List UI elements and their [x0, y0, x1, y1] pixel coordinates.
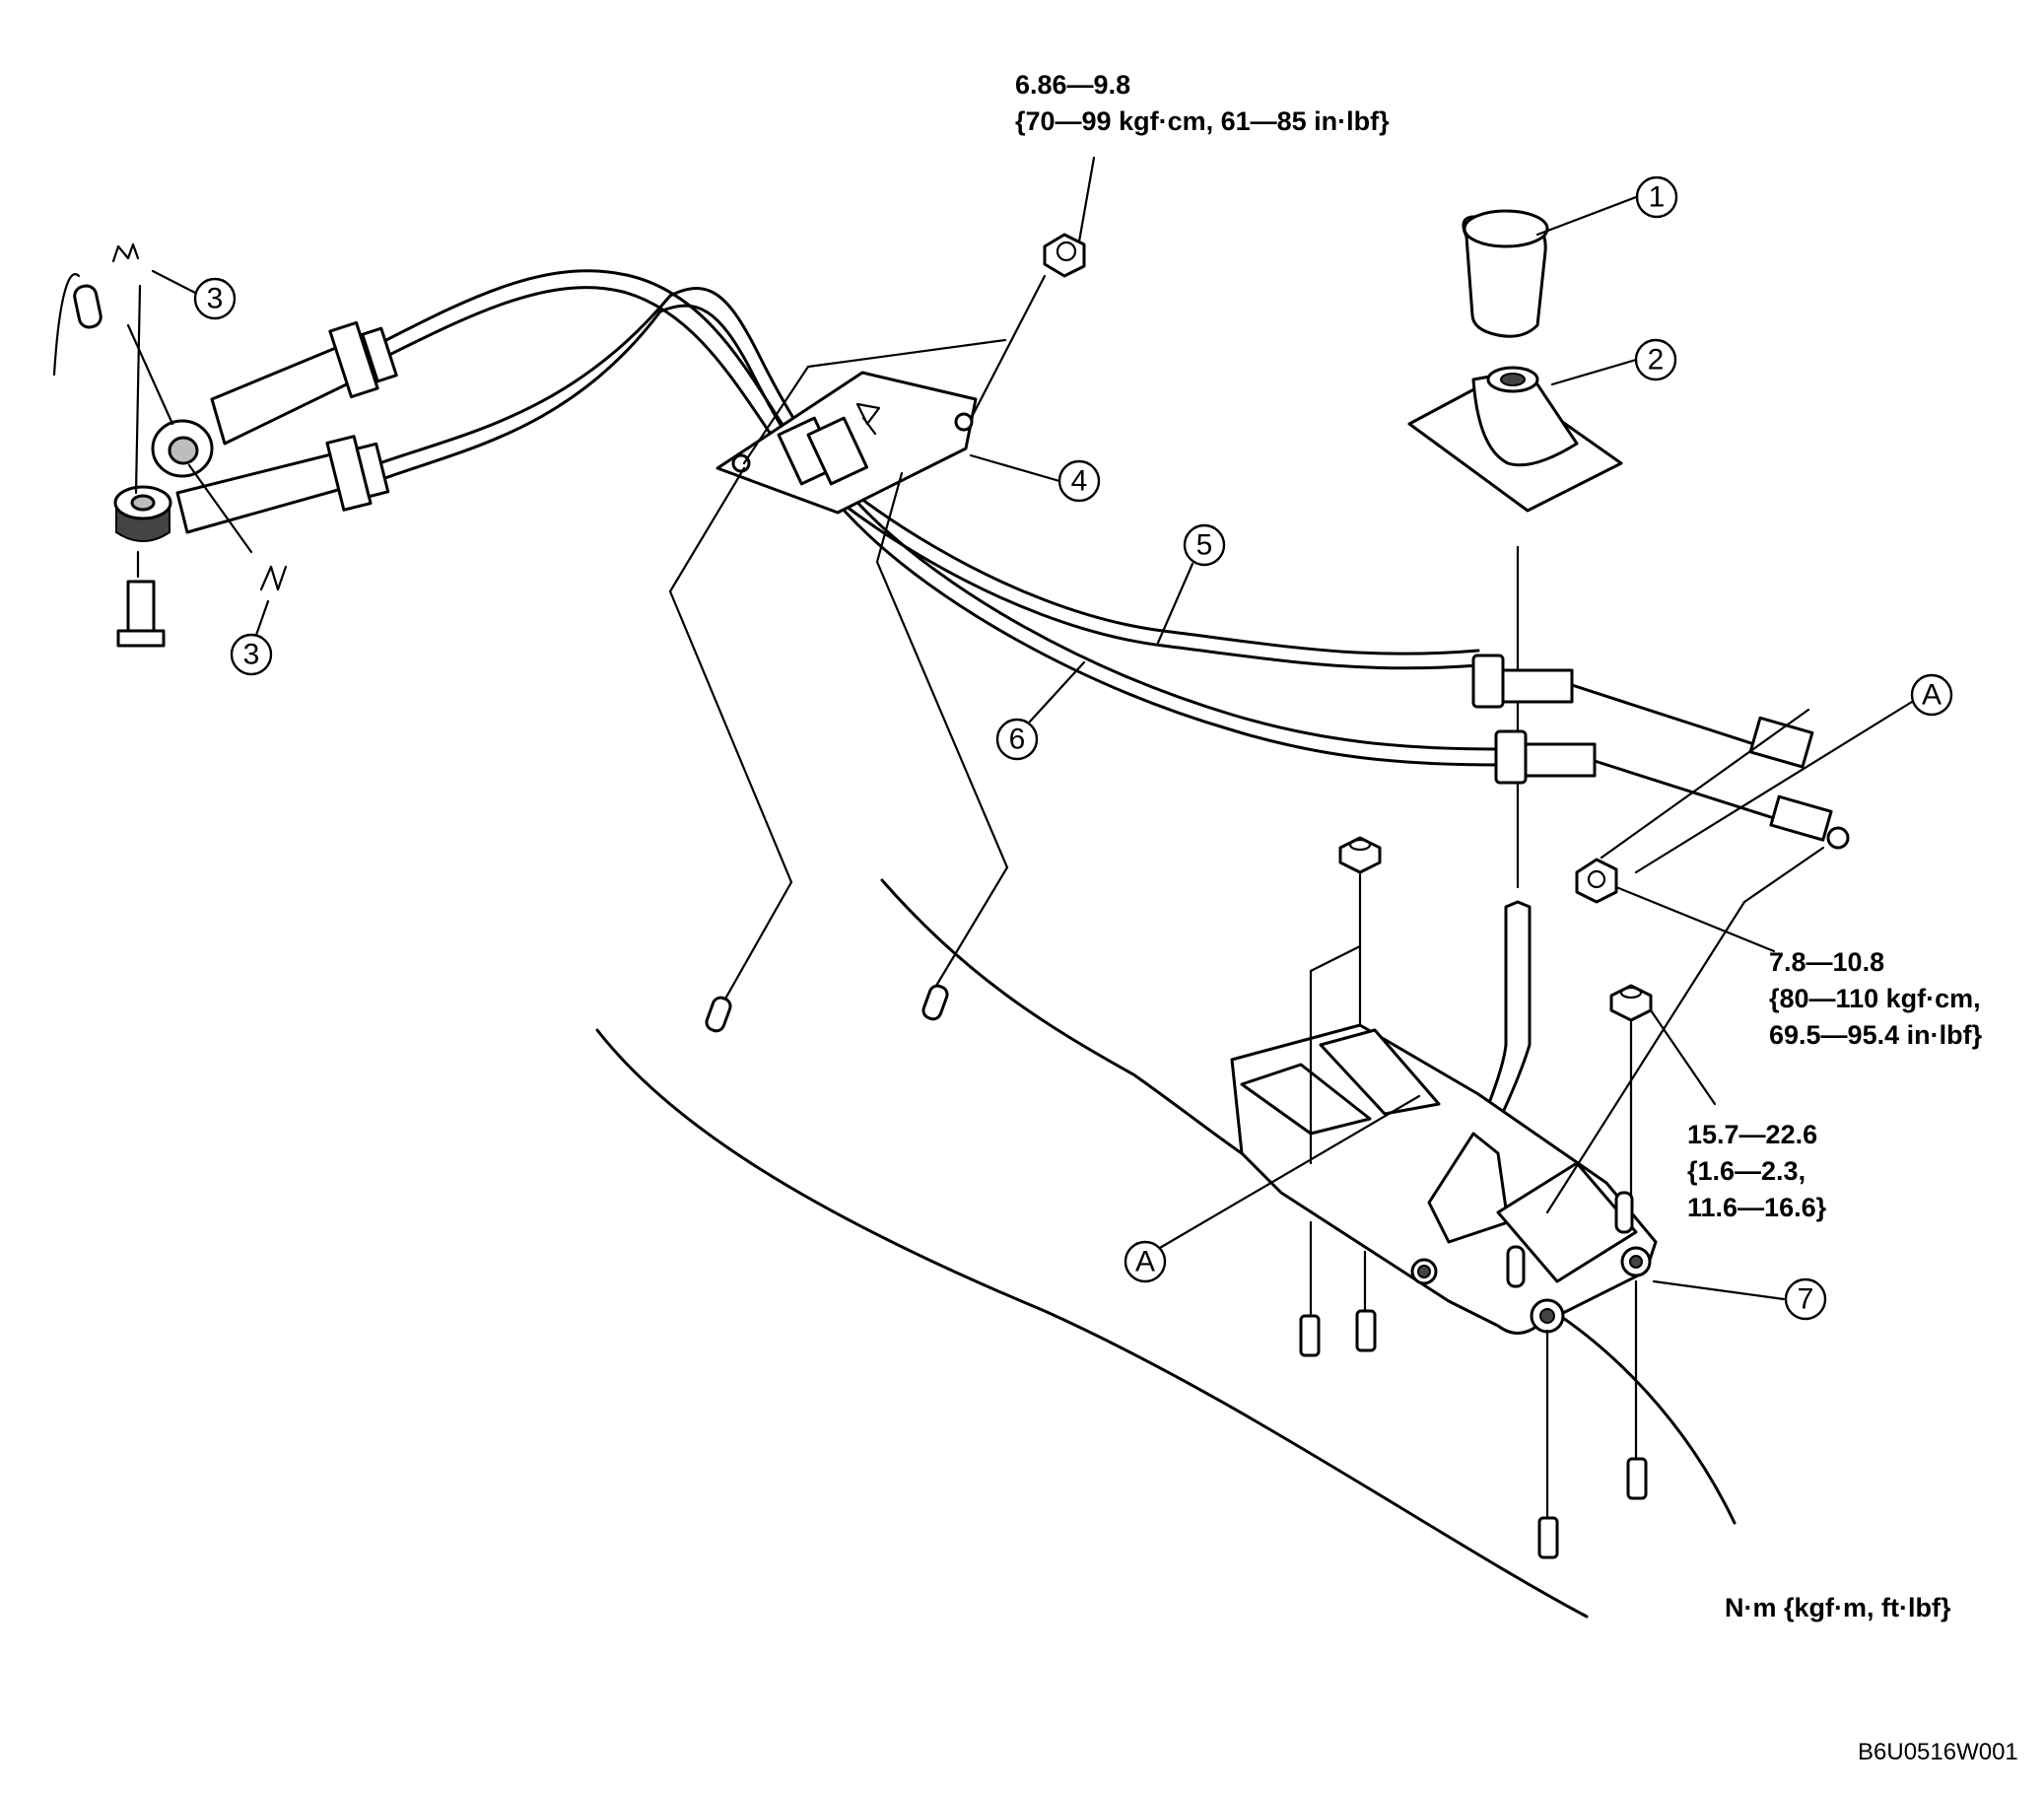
left-leader-lines: [126, 284, 253, 579]
svg-text:4: 4: [1071, 465, 1088, 498]
callout-3-lower: 3: [230, 633, 273, 676]
callout-4: 4: [969, 453, 1101, 503]
svg-text:6: 6: [1009, 724, 1026, 756]
callout-1: 1: [1635, 175, 1678, 219]
shift-cable-5: [384, 269, 1480, 670]
cable-end-bushing-lower: [113, 485, 172, 542]
lower-mounting-bolt: [116, 580, 166, 648]
cable-end-nut: [1575, 708, 1810, 953]
cable-end-5-right: [1471, 654, 1814, 769]
callout-A-left: A: [1124, 1240, 1167, 1283]
torque-spec-bracket-nut: 6.86—9.8 {70—99 kgf·cm, 61—85 in·lbf}: [1015, 70, 1390, 136]
units-note: N·m {kgf·m, ft·lbf}: [1725, 1593, 1951, 1622]
svg-text:{1.6—2.3,: {1.6—2.3,: [1687, 1156, 1806, 1186]
shift-boot: [1407, 358, 1638, 513]
svg-text:5: 5: [1196, 529, 1213, 562]
figure-code: B6U0516W001: [1858, 1739, 2018, 1765]
svg-text:7.8—10.8: 7.8—10.8: [1769, 947, 1884, 977]
svg-text:7: 7: [1798, 1283, 1814, 1316]
svg-text:6.86—9.8: 6.86—9.8: [1015, 70, 1130, 100]
bracket-guide-lines: [668, 274, 1047, 1002]
torque-spec-lever-base-nut: 15.7—22.6 {1.6—2.3, 11.6—16.6}: [1687, 1120, 1827, 1222]
cable-end-6-right: [1494, 729, 1850, 850]
svg-text:3: 3: [207, 283, 224, 315]
callout-6: 6: [995, 660, 1086, 761]
cable-end-boot-upper: [210, 320, 398, 446]
svg-text:2: 2: [1648, 344, 1665, 377]
callout-7: 7: [1784, 1277, 1827, 1321]
torque-spec-cable-end-nut: 7.8—10.8 {80—110 kgf·cm, 69.5—95.4 in·lb…: [1769, 947, 1983, 1050]
shift-lever-rod: [1466, 545, 1532, 1155]
callout-5: 5: [1156, 523, 1226, 645]
spring-clip-upper: [111, 242, 199, 296]
svg-text:11.6—16.6}: 11.6—16.6}: [1687, 1193, 1827, 1222]
svg-text:{80—110 kgf·cm,: {80—110 kgf·cm,: [1769, 984, 1981, 1013]
svg-text:A: A: [1135, 1246, 1155, 1278]
floor-stud-pins: [705, 984, 949, 1033]
cable-end-boot-lower: [175, 435, 390, 534]
cable-bracket-plate: [715, 371, 978, 515]
callout-2: 2: [1634, 338, 1677, 381]
cable-end-bushing-upper: [151, 419, 214, 478]
cable-bracket-nut: [1043, 156, 1096, 278]
svg-text:{70—99 kgf·cm, 61—85 in·lbf}: {70—99 kgf·cm, 61—85 in·lbf}: [1015, 106, 1390, 136]
transmission-shift-pin: [52, 273, 102, 377]
svg-text:15.7—22.6: 15.7—22.6: [1687, 1120, 1817, 1149]
shift-lever-base: [1230, 1023, 1786, 1335]
svg-text:69.5—95.4 in·lbf}: 69.5—95.4 in·lbf}: [1769, 1020, 1983, 1050]
callout-3-upper: 3: [193, 277, 237, 320]
select-cable-6: [377, 287, 1500, 767]
lever-base-nut-right: [1609, 984, 1717, 1244]
lever-base-guide-lines: [1151, 846, 1825, 1520]
callout-A-right: A: [1634, 673, 1953, 874]
lever-base-studs: [1299, 1309, 1648, 1559]
svg-text:1: 1: [1649, 181, 1666, 214]
spring-clip-lower: [252, 565, 288, 643]
svg-text:A: A: [1922, 679, 1942, 712]
shift-knob: [1462, 195, 1638, 338]
svg-text:3: 3: [243, 639, 260, 671]
